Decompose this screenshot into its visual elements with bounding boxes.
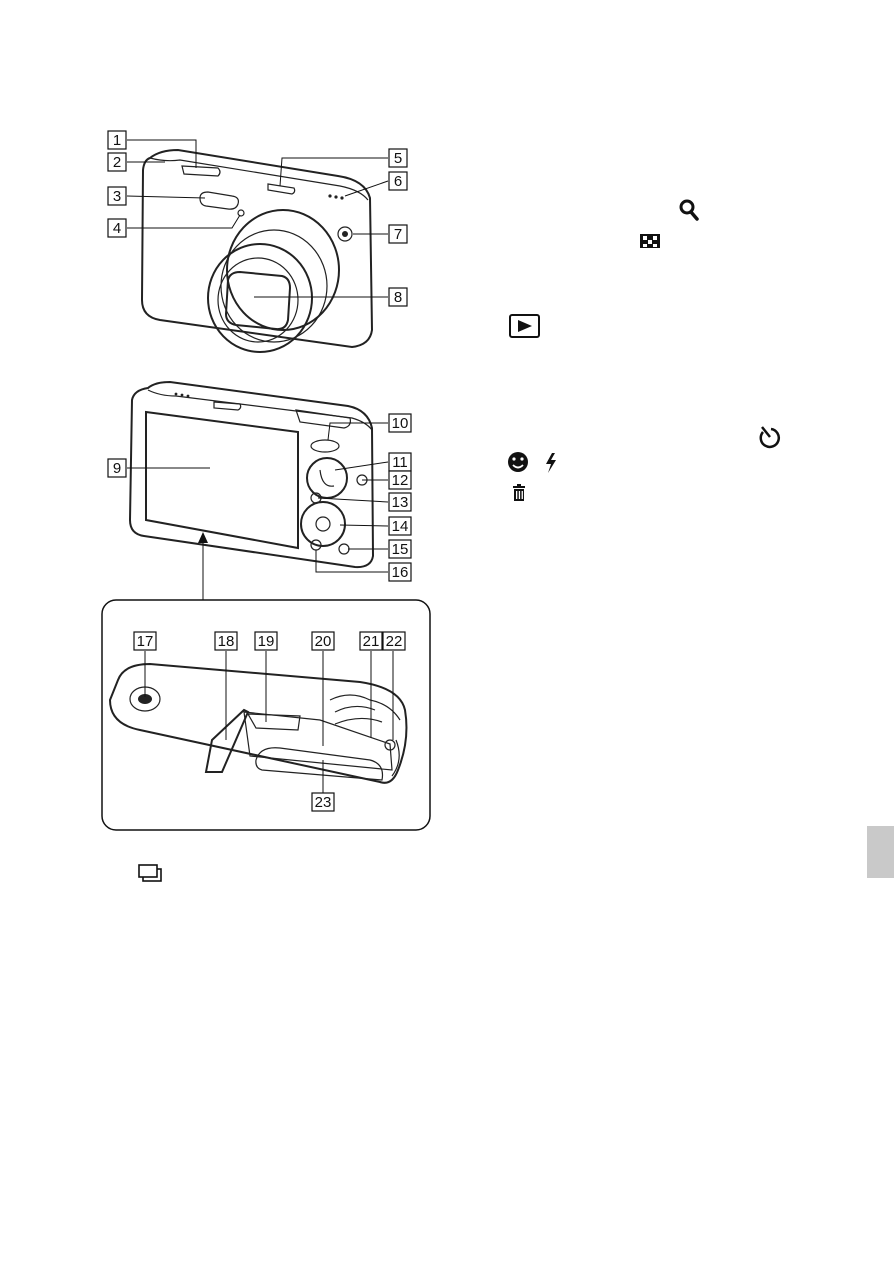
camera-front-view [142,150,372,352]
svg-text:19: 19 [258,633,275,650]
callout-10: 10 [389,414,411,432]
svg-text:16: 16 [392,564,409,581]
smile-shutter-icon [508,452,528,472]
svg-text:20: 20 [315,633,332,650]
svg-text:14: 14 [392,518,409,535]
arrow-head [198,532,208,543]
svg-text:21: 21 [363,633,380,650]
svg-text:11: 11 [392,454,408,471]
svg-text:23: 23 [315,794,332,811]
svg-text:10: 10 [392,415,409,432]
callout-8: 8 [389,288,407,306]
svg-text:2: 2 [113,154,121,171]
callout-23: 23 [312,793,334,811]
trash-icon [513,484,525,501]
svg-text:22: 22 [386,633,403,650]
svg-text:18: 18 [218,633,235,650]
svg-text:5: 5 [394,150,402,167]
svg-text:17: 17 [137,633,154,650]
svg-text:8: 8 [394,289,402,306]
callout-5: 5 [389,149,407,167]
playback-icon [510,315,539,337]
callout-9: 9 [108,459,126,477]
callout-19: 19 [255,632,277,650]
callout-16: 16 [389,563,411,581]
self-timer-icon [761,427,779,447]
svg-text:6: 6 [394,173,402,190]
callout-2: 2 [108,153,126,171]
callout-7: 7 [389,225,407,243]
svg-text:1: 1 [113,132,121,149]
svg-text:12: 12 [392,472,409,489]
camera-back-view [130,382,373,567]
flash-icon [546,453,556,473]
svg-text:13: 13 [392,494,409,511]
magnifier-icon [681,201,697,219]
callout-18: 18 [215,632,237,650]
callout-20: 20 [312,632,334,650]
callout-11: 11 [389,453,411,471]
index-grid-icon [640,234,660,248]
callout-6: 6 [389,172,407,190]
svg-text:9: 9 [113,460,121,477]
callout-3: 3 [108,187,126,205]
callout-22: 22 [383,632,405,650]
burst-icon [139,865,161,881]
callout-4: 4 [108,219,126,237]
svg-text:15: 15 [392,541,409,558]
svg-text:3: 3 [113,188,121,205]
callout-1: 1 [108,131,126,149]
callout-14: 14 [389,517,411,535]
callout-15: 15 [389,540,411,558]
section-tab-marker [867,826,894,878]
callout-12: 12 [389,471,411,489]
callout-17: 17 [134,632,156,650]
svg-text:7: 7 [394,226,402,243]
callout-21: 21 [360,632,382,650]
callout-13: 13 [389,493,411,511]
svg-text:4: 4 [113,220,121,237]
